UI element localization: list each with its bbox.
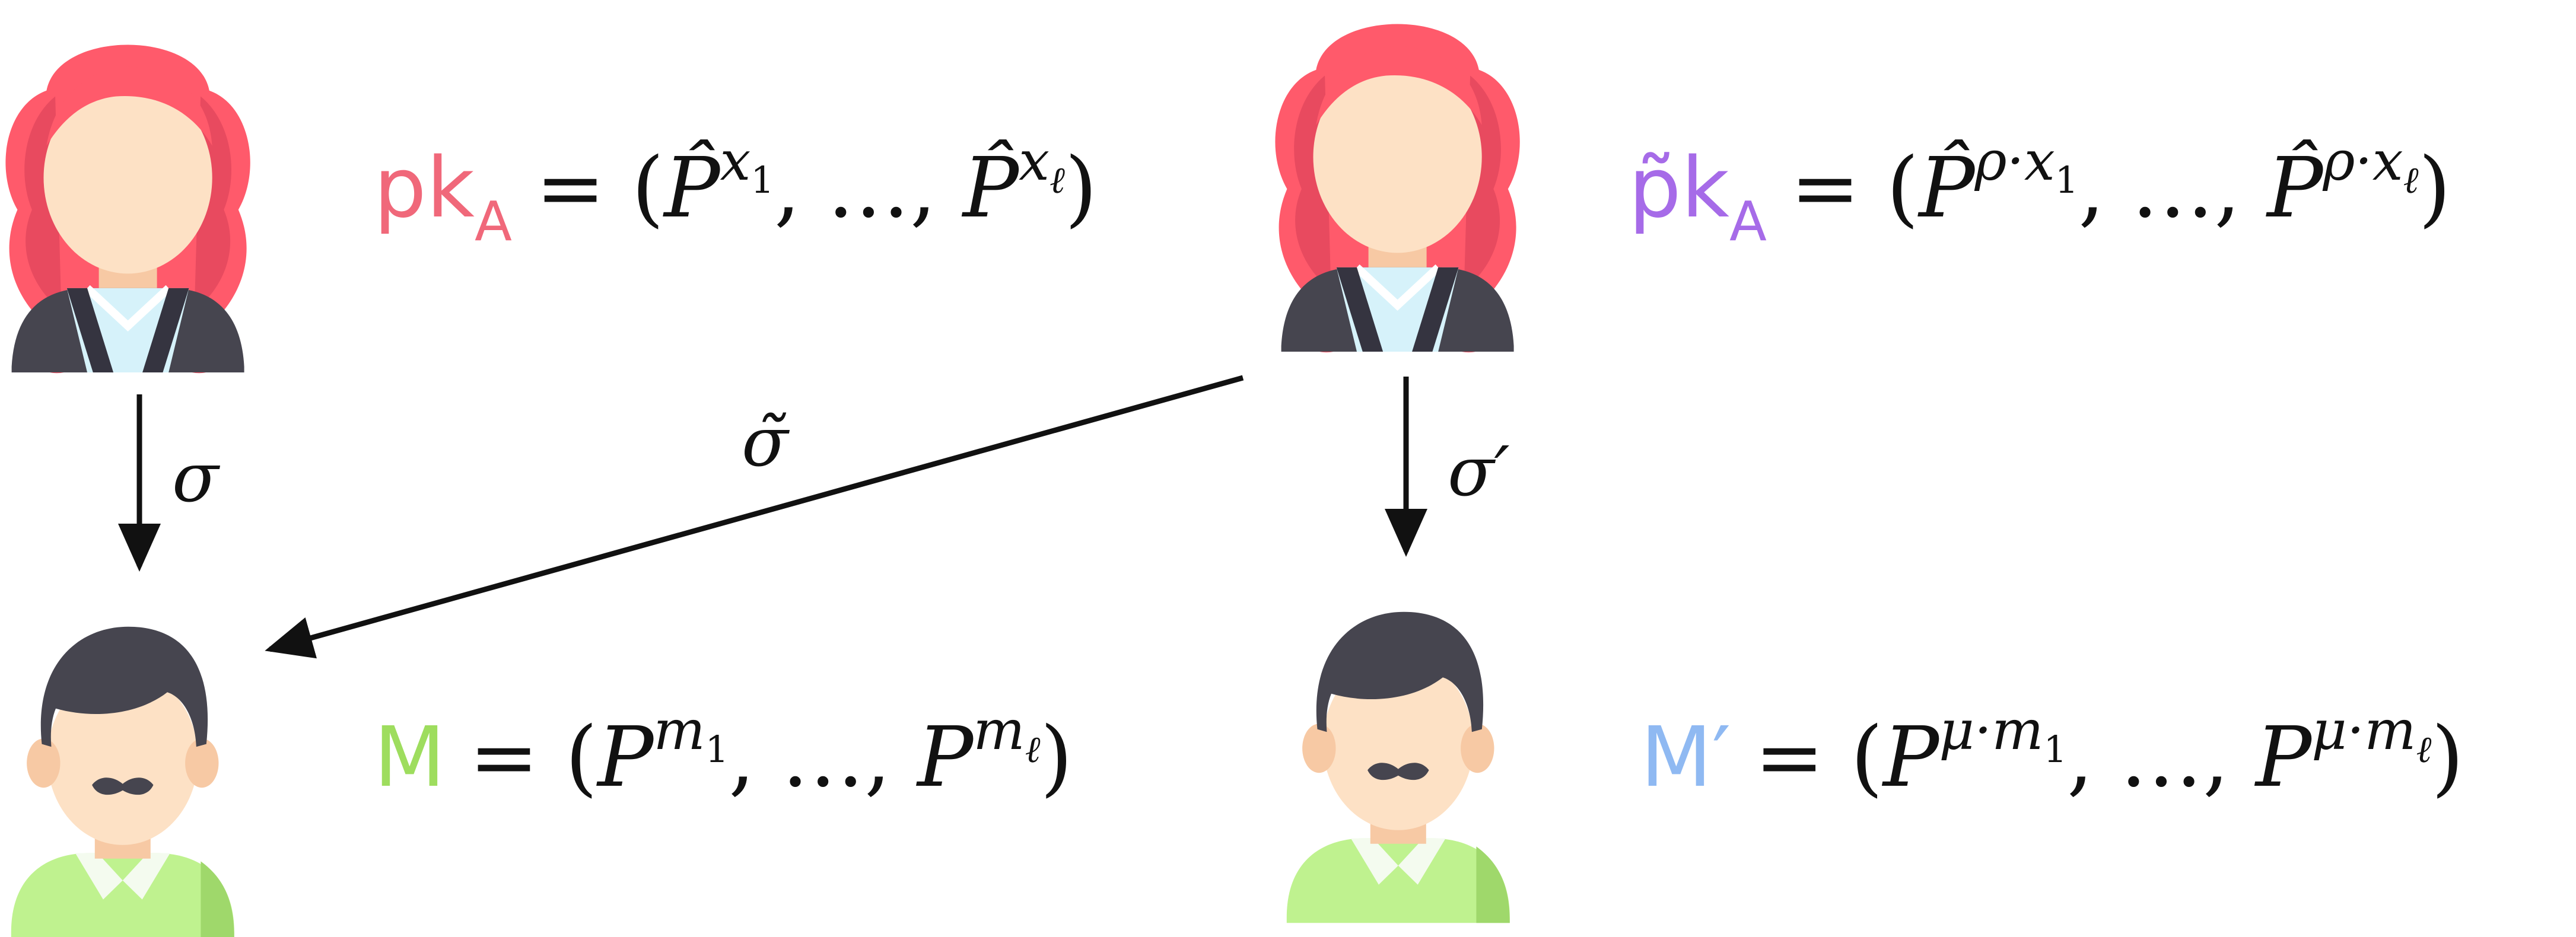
pk-tilde-base-1: P̂ xyxy=(1917,139,1976,237)
m-base-1: P xyxy=(596,709,655,806)
m-prime-exp-1: μ·m xyxy=(1939,699,2043,762)
pk-tilde-exp-2: ρ·x xyxy=(2322,129,2403,193)
pk-tilde-a-equation: p̃kA= (P̂ρ·x1, …, P̂ρ·xℓ) xyxy=(1629,129,2451,253)
pk-exp-2: x xyxy=(1019,129,1050,193)
m-prime-equation: M′= (Pμ·m1, …, Pμ·mℓ) xyxy=(1640,699,2464,806)
svg-text:M′= (Pμ·m1, …, Pμ·mℓ): M′= (Pμ·m1, …, Pμ·mℓ) xyxy=(1640,699,2464,806)
m-base-2: P xyxy=(915,709,975,806)
m-equation: M= (Pm1, …, Pmℓ) xyxy=(374,699,1073,806)
sigma-label: σ xyxy=(172,438,221,518)
svg-text:pkA= (P̂x1, …, P̂xℓ): pkA= (P̂x1, …, P̂xℓ) xyxy=(374,129,1097,253)
pk-subscript: A xyxy=(475,190,512,253)
pk-exp-2-sub: ℓ xyxy=(1050,158,1065,202)
woman-avatar-icon xyxy=(5,45,250,374)
svg-text:p̃kA= (P̂ρ·x1, …, P̂ρ·xℓ): p̃kA= (P̂ρ·x1, …, P̂ρ·xℓ) xyxy=(1629,129,2451,253)
m-equals: = ( xyxy=(469,709,597,806)
pk-tilde-exp-1-sub: 1 xyxy=(2055,158,2078,202)
m-prime-close: ) xyxy=(2431,709,2464,806)
pk-tilde-exp-2-sub: ℓ xyxy=(2403,158,2419,202)
man-avatar-icon xyxy=(1286,611,1510,923)
m-exp-1-sub: 1 xyxy=(705,728,729,771)
m-prime-base-1: P xyxy=(1881,709,1941,806)
sigma-prime-label: σ′ xyxy=(1448,432,1510,512)
m-prime-equals: = ( xyxy=(1755,709,1883,806)
m-exp-2-sub: ℓ xyxy=(1025,728,1041,771)
arrow-sigma-tilde xyxy=(265,375,1244,659)
pk-a-equation: pkA= (P̂x1, …, P̂xℓ) xyxy=(374,129,1097,253)
m-prime-exp-2-sub: ℓ xyxy=(2416,728,2431,771)
pk-tilde-close: ) xyxy=(2418,140,2451,237)
m-name: M xyxy=(374,709,446,806)
pk-tilde-exp-1: ρ·x xyxy=(1974,129,2055,193)
pk-tilde-equals: = ( xyxy=(1791,140,1919,237)
pk-tilde-subscript: A xyxy=(1729,190,1767,253)
m-exp-2: m xyxy=(973,699,1025,762)
m-prime-exp-1-sub: 1 xyxy=(2044,728,2067,771)
bob-avatar-right xyxy=(1286,611,1510,923)
pk-exp-1-sub: 1 xyxy=(750,158,774,202)
m-prime-exp-2: μ·m xyxy=(2311,699,2416,762)
sigma-tilde-label: σ̃ xyxy=(742,403,790,482)
woman-avatar-icon xyxy=(1275,24,1519,353)
m-prime-base-2: P xyxy=(2254,709,2313,806)
pk-close: ) xyxy=(1065,140,1098,237)
bob-avatar-left xyxy=(11,626,234,937)
m-exp-1: m xyxy=(653,699,705,762)
svg-text:M= (Pm1, …, Pmℓ): M= (Pm1, …, Pmℓ) xyxy=(374,699,1073,806)
m-prime-name: M′ xyxy=(1640,709,1731,806)
pk-base-2: P̂ xyxy=(961,139,1020,237)
pk-tilde-separator: , …, xyxy=(2078,140,2267,237)
pk-base-1: P̂ xyxy=(662,139,721,237)
pk-tilde-base-2: P̂ xyxy=(2265,139,2324,237)
pk-name: pk xyxy=(374,140,475,237)
m-separator: , …, xyxy=(729,709,917,806)
alice-avatar-right xyxy=(1275,24,1519,353)
pk-exp-1: x xyxy=(720,129,751,193)
man-avatar-icon xyxy=(11,626,234,937)
pk-tilde-name: p̃k xyxy=(1629,140,1729,237)
pk-equals: = ( xyxy=(536,140,664,237)
m-prime-separator: , …, xyxy=(2067,709,2256,806)
m-close: ) xyxy=(1040,709,1073,806)
pk-separator: , …, xyxy=(774,140,963,237)
alice-avatar-left xyxy=(5,45,250,374)
